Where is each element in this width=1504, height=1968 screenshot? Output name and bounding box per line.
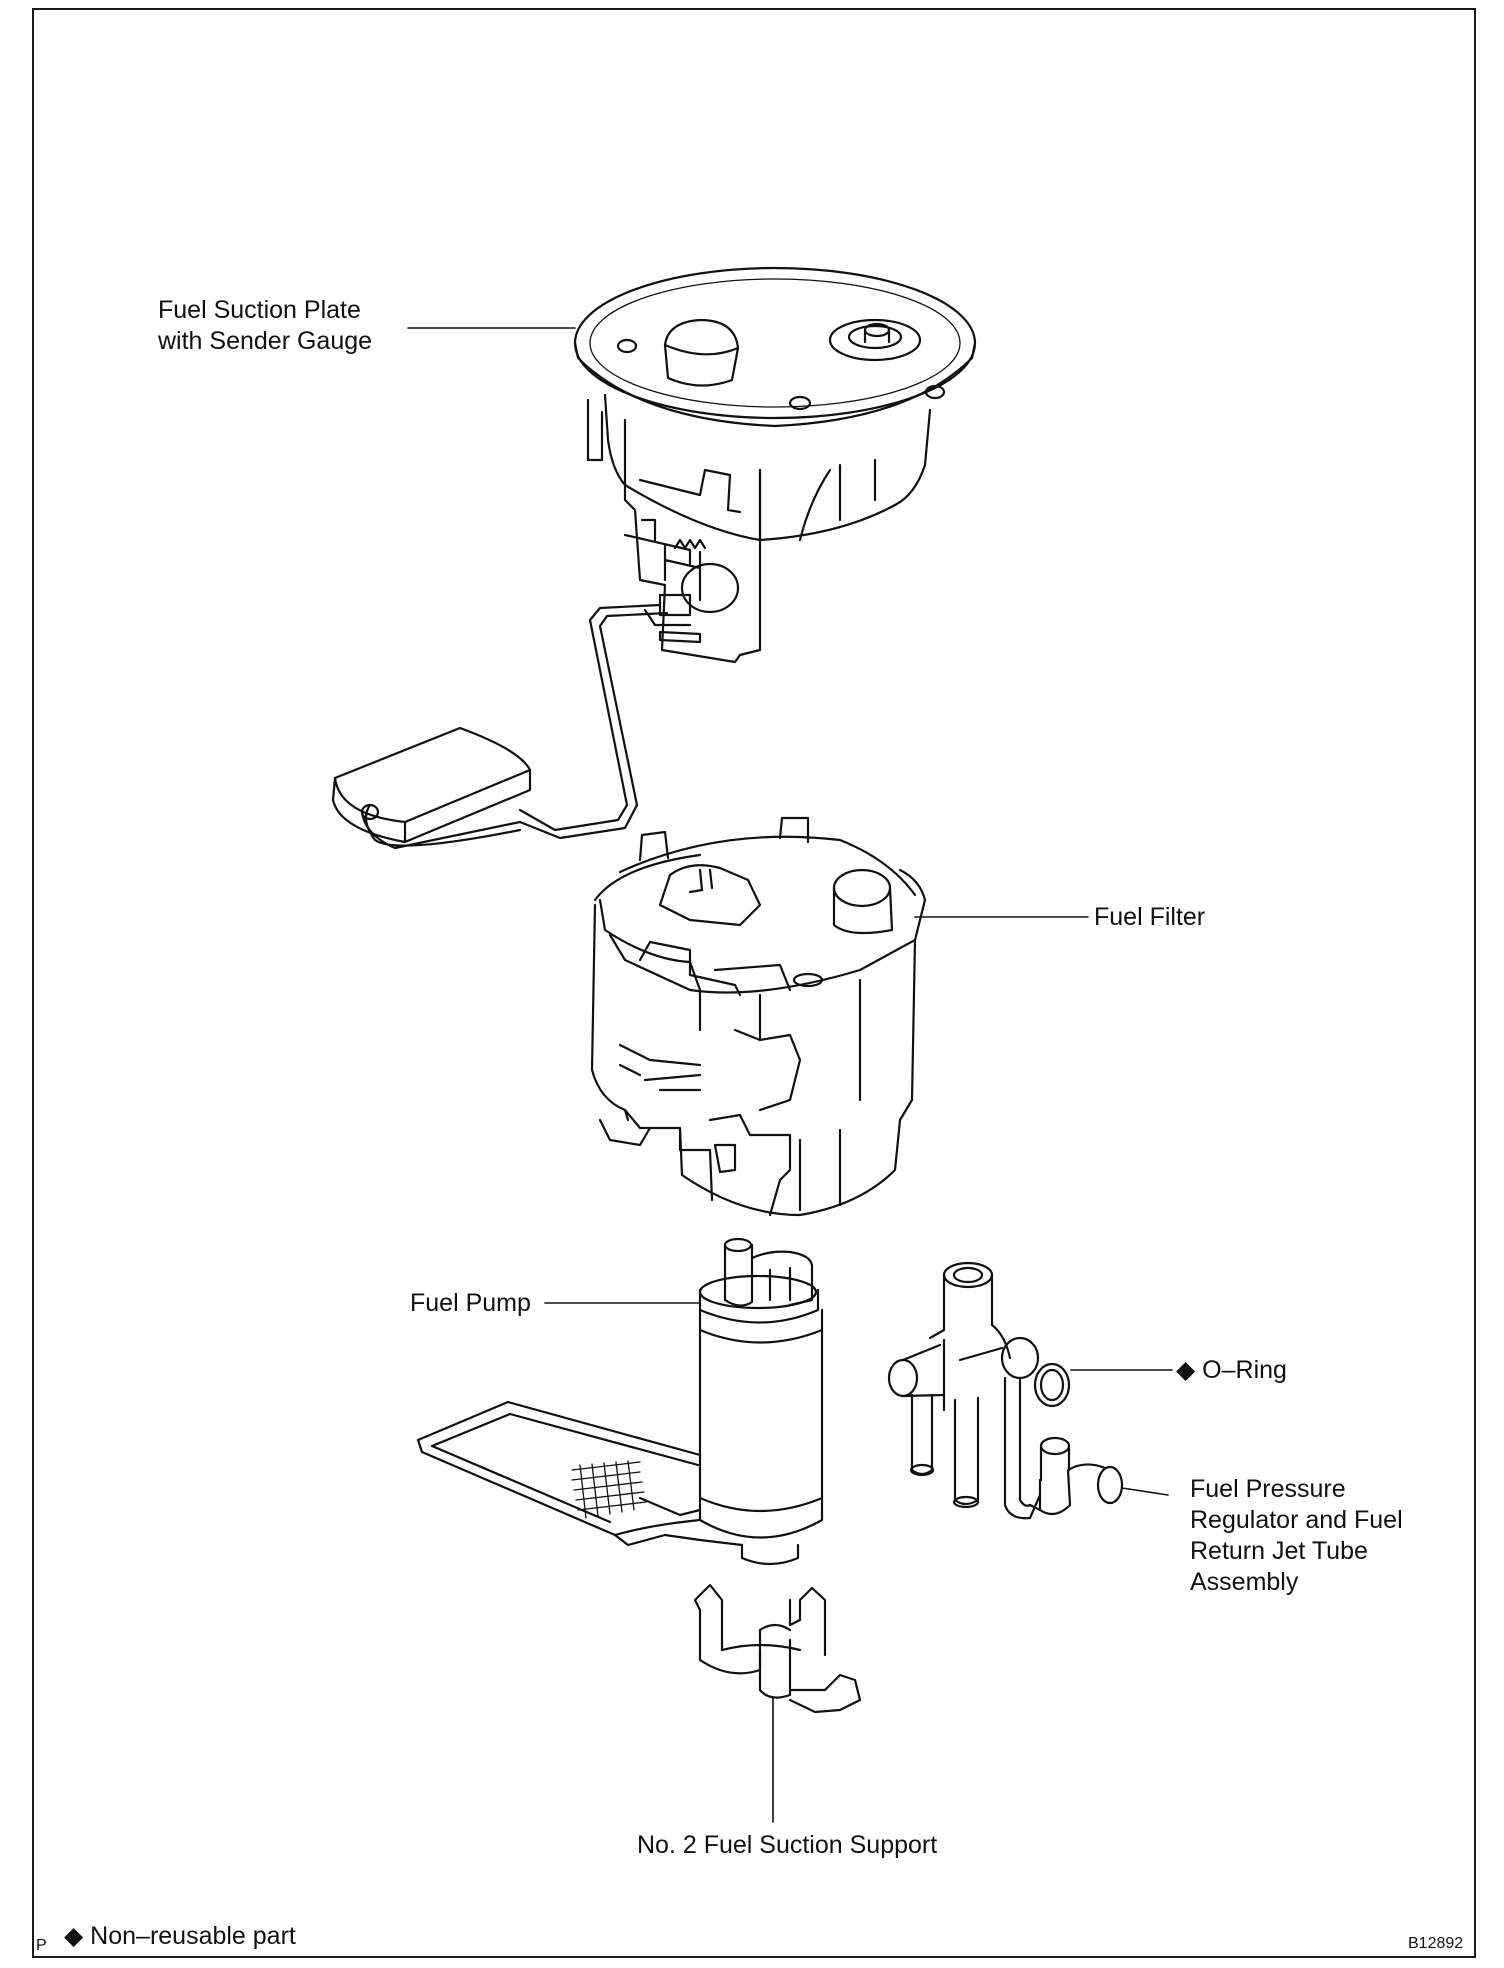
label-pressure-regulator: Fuel Pressure Regulator and Fuel Return … [1190,1475,1403,1596]
fuel-suction-plate [575,268,975,662]
legend-non-reusable-part: ◆ Non–reusable part [64,1922,296,1950]
leader-lines [408,328,1172,1822]
diagram-frame [32,8,1476,1958]
o-ring [1035,1364,1069,1406]
pressure-regulator-assembly [889,1263,1122,1518]
label-o-ring: ◆ O–Ring [1176,1356,1287,1384]
fuel-filter [592,818,925,1215]
label-fuel-pump: Fuel Pump [410,1289,531,1317]
label-fuel-filter: Fuel Filter [1094,903,1206,931]
corner-letter: P [36,1937,47,1954]
fuel-suction-support [695,1585,860,1712]
figure-code: B12892 [1408,1935,1464,1952]
strainer-mesh [572,1461,646,1518]
label-fuel-suction-support: No. 2 Fuel Suction Support [637,1831,938,1859]
label-fuel-suction-plate: Fuel Suction Plate with Sender Gauge [158,296,373,355]
sender-float [333,605,667,848]
